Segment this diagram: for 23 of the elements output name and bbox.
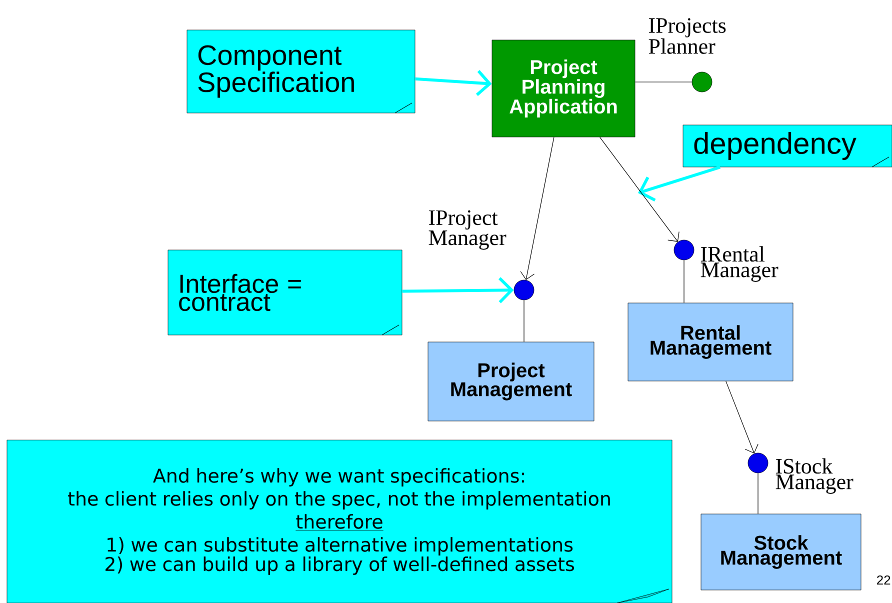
callout-note: Component Specification (186, 30, 416, 114)
interface-label: IStock Manager (776, 458, 854, 494)
interface-label: IProjects Planner (648, 18, 726, 54)
page-number: 22 (877, 575, 890, 585)
component-box: Project Management (428, 342, 594, 422)
arrow (415, 70, 492, 96)
arrow (402, 277, 514, 304)
interface-circle (674, 240, 694, 260)
interface-circle (692, 72, 712, 92)
callout-note: dependency (682, 124, 892, 168)
callout-note: Interface = contract (168, 250, 402, 336)
interface-label: IRental Manager (700, 246, 778, 282)
interface-circle (748, 452, 768, 474)
component-box: Stock Management (700, 514, 862, 590)
arrow (520, 136, 554, 280)
component-box: Rental Management (628, 302, 794, 382)
callout-note: And here’s why we want specifications: the client relies only on the spec, not the implementation therefore 1) we can substitute alternative implementations 2) we can build up a library of well-defined assets (6, 440, 672, 603)
arrow (726, 380, 758, 454)
interface-circle (514, 280, 534, 300)
interface-label: IProject Manager (428, 210, 506, 250)
arrow (638, 166, 721, 202)
arrow (600, 136, 680, 242)
component-box: Project Planning Application (492, 40, 636, 138)
